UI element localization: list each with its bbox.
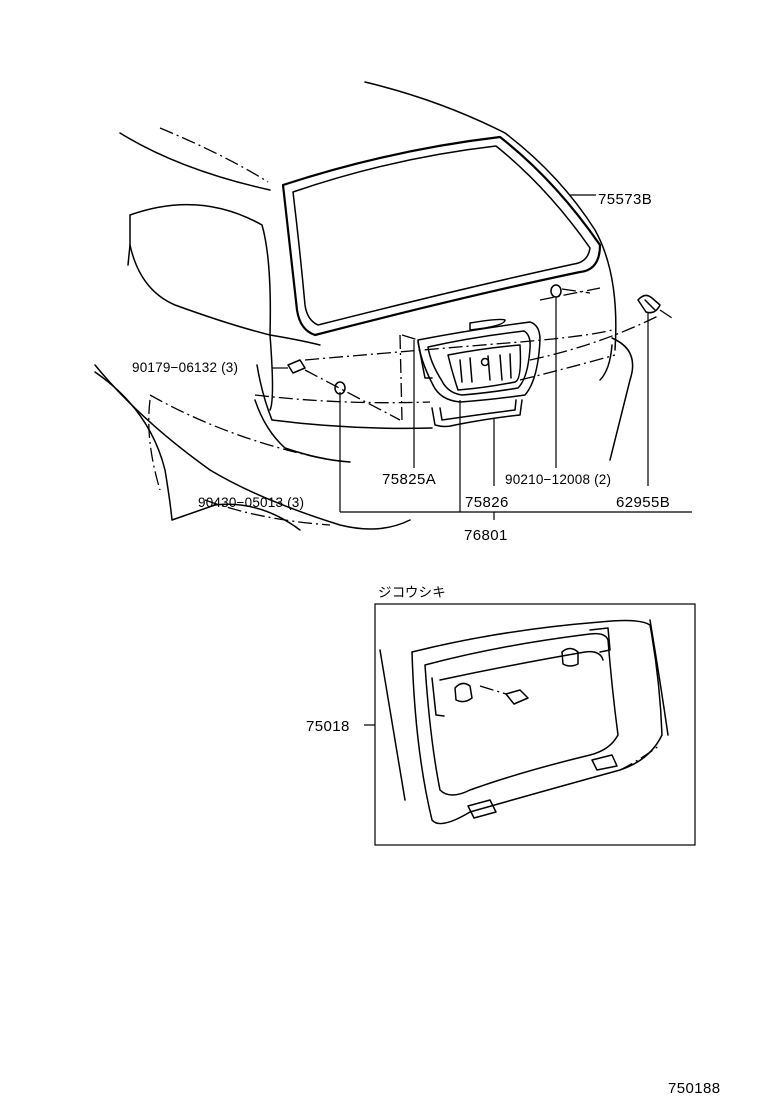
clip-icon [637, 294, 673, 319]
bolt-icon [272, 359, 306, 374]
screw-icon [479, 685, 529, 705]
grommet-icon [550, 284, 591, 298]
callout-62955B: 62955B [616, 494, 670, 511]
clip-icon [454, 682, 473, 703]
inset-title: ジコウシキ [378, 585, 446, 600]
callout-75826: 75826 [465, 494, 509, 511]
vehicle-rear-illustration [94, 81, 692, 531]
callout-75825A: 75825A [382, 471, 436, 488]
callout-90179-06132: 90179−06132 (3) [132, 360, 238, 375]
inset-detail: ジコウシキ [364, 585, 696, 846]
inset-frame [374, 603, 696, 846]
callout-76801: 76801 [464, 527, 508, 544]
figure-id: 750188 [668, 1080, 720, 1097]
callout-75018: 75018 [306, 718, 350, 735]
clip-icon [561, 647, 579, 667]
callout-90430-05013: 90430−05013 (3) [198, 495, 304, 510]
callout-90210-12008: 90210−12008 (2) [505, 472, 611, 487]
callout-75573B: 75573B [598, 191, 652, 208]
